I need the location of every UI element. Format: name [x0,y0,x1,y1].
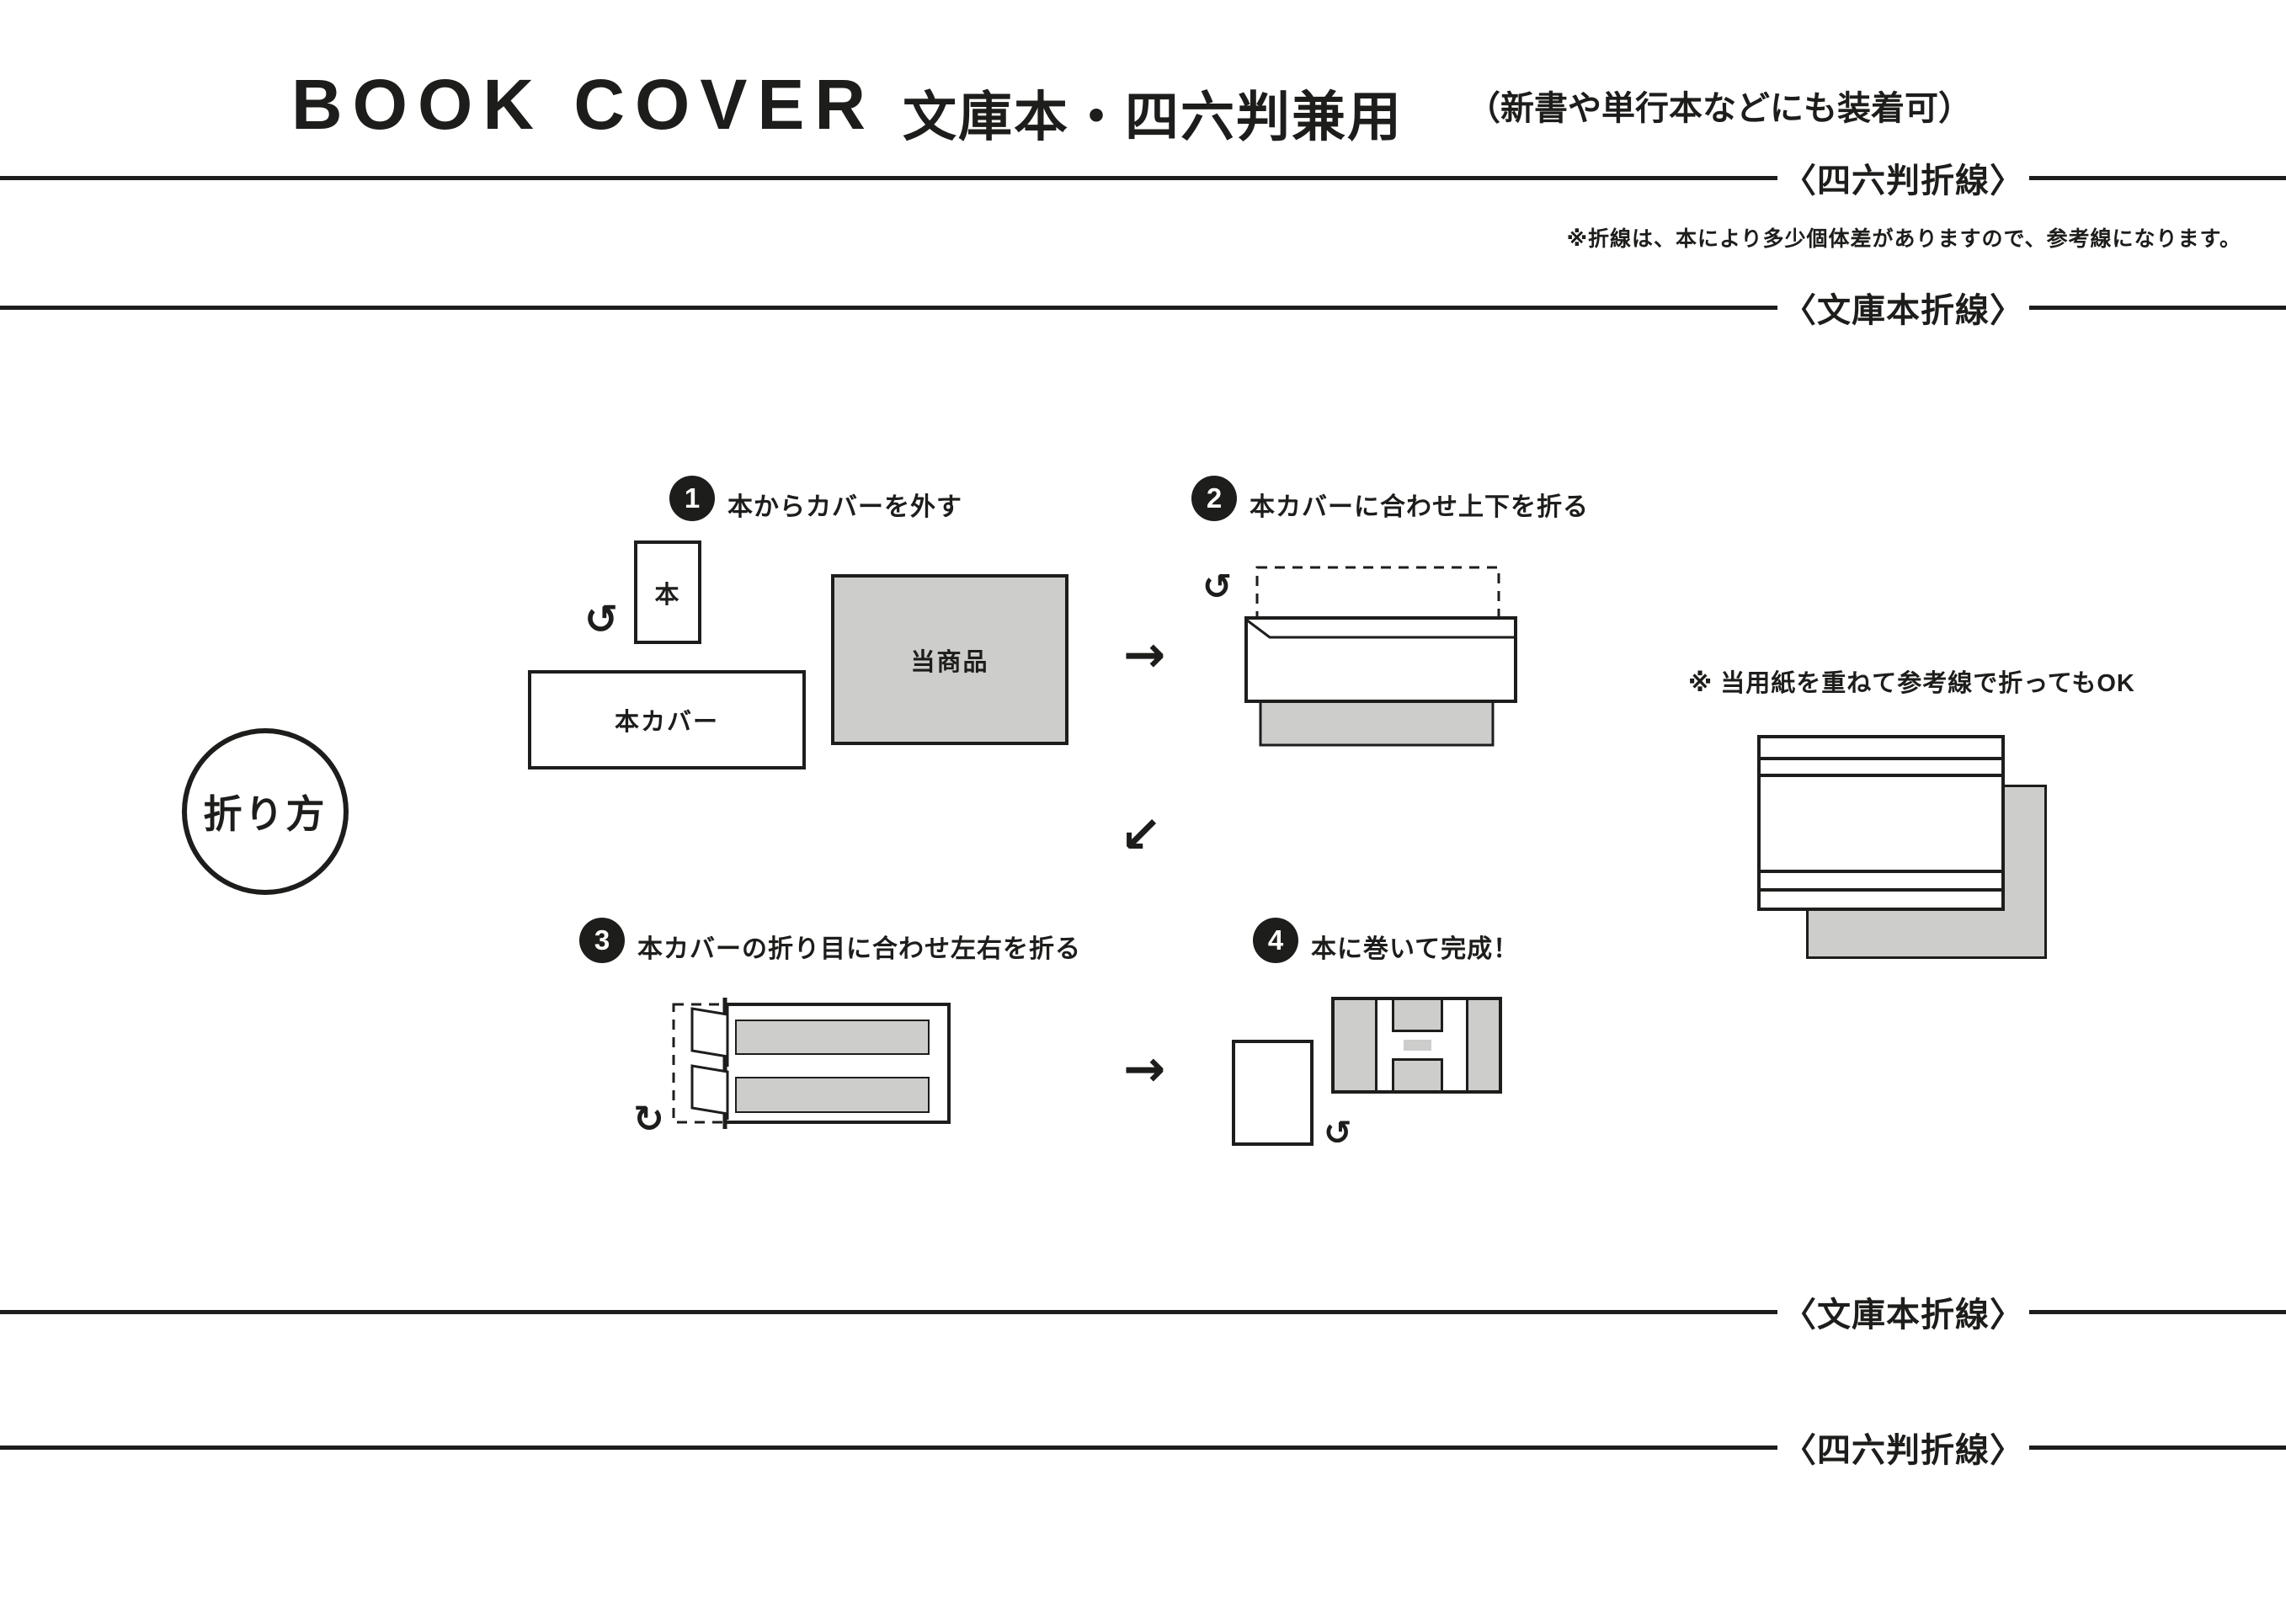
fold-line-bunkobon-top: 〈文庫本折線〉 [0,289,2286,329]
book-cover-diagram: 本カバー [528,670,806,769]
page-title-jp: 文庫本・四六判兼用 [903,87,1403,147]
step-1-label: 本からカバーを外す [727,493,962,521]
stacked-paper-front [1757,735,2005,911]
paper-bottom-band-shape [735,1077,930,1113]
how-to-fold-badge: 折り方 [182,728,349,895]
fold-line-shirokuban-top: 〈四六判折線〉 [0,159,2286,200]
unfolded-position-dashed-shape [672,1003,729,1124]
fold-rule [0,175,1777,180]
page-title-en: BOOK COVER [291,65,877,144]
fold-top-curl-arrow-icon: ↺ [1202,566,1233,607]
folded-flap-edge-shape [1245,618,1516,639]
fold-line-label: 〈文庫本折線〉 [1782,1297,2024,1334]
step-2-label: 本カバーに合わせ上下を折る [1250,493,1589,521]
step-3-number: 3 [579,918,625,963]
wrap-curl-arrow-icon: ↺ [1324,1114,1352,1153]
paper-body-shape [1244,616,1517,703]
fold-line-shirokuban-bottom: 〈四六判折線〉 [0,1429,2286,1469]
reference-fold-line [1760,774,2002,777]
fold-rule [0,1309,1777,1314]
fold-line-disclaimer: ※折線は、本により多少個体差がありますので、参考線になります。 [1566,227,2241,251]
fold-left-curl-arrow-icon: ↻ [633,1098,664,1141]
fold-line-label: 〈四六判折線〉 [1782,162,2024,200]
step-2-number: 2 [1191,476,1237,521]
product-diagram: 当商品 [831,574,1068,745]
book-to-wrap-diagram [1232,1040,1314,1146]
left-flap-bottom-shape [690,1064,729,1116]
arrow-step2-to-step3-icon: ↙ [1120,806,1163,865]
side-note: ※ 当用紙を重ねて参考線で折ってもOK [1688,670,2135,697]
spine-center-bar [1403,1040,1432,1051]
fold-rule [2029,1309,2286,1314]
fold-rule [0,305,1777,310]
fold-rule [2029,175,2286,180]
step-4-number: 4 [1253,918,1298,963]
cover-behind-shape [1259,700,1495,747]
cover-right-panel [1466,1000,1499,1090]
wrapped-book-diagram [1331,997,1502,1094]
paper-top-band-shape [735,1020,930,1055]
reference-fold-line [1760,757,2002,760]
unfolded-position-dashed-shape [1255,566,1500,620]
left-flap-top-shape [690,1007,729,1058]
reference-fold-line [1760,888,2002,892]
step-3-label: 本カバーの折り目に合わせ左右を折る [637,935,1081,963]
reference-fold-line [1760,870,2002,873]
fold-line-bunkobon-bottom: 〈文庫本折線〉 [0,1293,2286,1334]
fold-line-label: 〈四六判折線〉 [1782,1432,2024,1469]
fold-rule [2029,305,2286,310]
step-1-number: 1 [669,476,715,521]
step-4-label: 本に巻いて完成！ [1311,935,1520,963]
fold-rule [0,1445,1777,1450]
page-subtitle: （新書や単行本などにも装着可） [1467,90,1972,127]
cover-left-panel [1335,1000,1377,1090]
arrow-step3-to-step4-icon: → [1123,1040,1166,1099]
remove-cover-curl-arrow-icon: ↺ [584,596,619,643]
arrow-step1-to-step2-icon: → [1123,626,1166,684]
step-3-diagram [672,998,951,1129]
fold-rule [2029,1445,2286,1450]
step-2-diagram [1244,566,1517,747]
fold-line-label: 〈文庫本折線〉 [1782,292,2024,329]
book-diagram: 本 [634,540,701,644]
